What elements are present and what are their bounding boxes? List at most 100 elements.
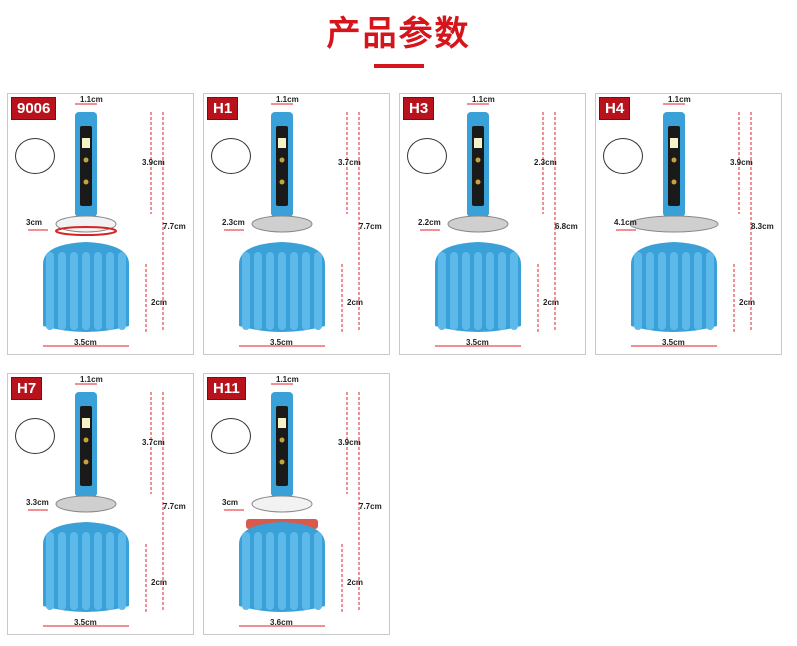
heatsink-fin: [486, 252, 494, 330]
page-title: 产品参数: [326, 14, 471, 54]
led-chip: [278, 138, 286, 148]
dim-label-heatsink-height: 2cm: [347, 578, 364, 587]
screw-icon: [83, 179, 89, 185]
heatsink-fin: [646, 252, 654, 330]
dim-label-top-width: 1.1cm: [276, 375, 299, 384]
heatsink-fin: [106, 252, 114, 330]
dim-label-heatsink-height: 2cm: [739, 298, 756, 307]
screw-icon: [475, 157, 481, 163]
connector-thumbnail: [407, 138, 447, 174]
screw-icon: [279, 437, 285, 443]
dim-label-top-width: 1.1cm: [80, 95, 103, 104]
heatsink-fin: [278, 252, 286, 330]
dim-label-collar: 4.1cm: [614, 218, 637, 227]
bulb-type-tag: H11: [207, 377, 246, 400]
heatsink-fin: [46, 532, 54, 610]
bulb-collar: [55, 215, 117, 233]
dim-label-collar: 2.3cm: [222, 218, 245, 227]
bulb-type-tag: H4: [599, 97, 631, 120]
heatsink-fin: [290, 252, 298, 330]
dim-label-chip-length: 2.3cm: [534, 158, 557, 167]
bulb-diagram: [224, 103, 360, 347]
bulb-collar: [251, 495, 313, 513]
dim-label-total-length: 7.7cm: [359, 502, 382, 511]
title-underline: [374, 64, 424, 68]
bulb-collar: [55, 495, 117, 513]
dim-label-top-width: 1.1cm: [668, 95, 691, 104]
dim-label-heatsink-height: 2cm: [347, 298, 364, 307]
dim-label-top-width: 1.1cm: [80, 375, 103, 384]
dim-label-collar: 3cm: [222, 498, 239, 507]
screw-icon: [475, 179, 481, 185]
dim-label-top-width: 1.1cm: [472, 95, 495, 104]
dim-label-top-width: 1.1cm: [276, 95, 299, 104]
dim-label-heatsink-height: 2cm: [543, 298, 560, 307]
heatsink-fin: [70, 252, 78, 330]
heatsink-fin: [450, 252, 458, 330]
dim-label-total-length: 7.7cm: [359, 222, 382, 231]
dim-label-heatsink-height: 2cm: [151, 578, 168, 587]
dim-label-bottom-width: 3.5cm: [270, 338, 293, 347]
heatsink-fin: [94, 532, 102, 610]
dim-label-bottom-width: 3.5cm: [662, 338, 685, 347]
heatsink-fin: [694, 252, 702, 330]
connector-thumbnail: [15, 138, 55, 174]
screw-icon: [671, 157, 677, 163]
heatsink-fin: [82, 532, 90, 610]
screw-icon: [83, 437, 89, 443]
heatsink-fin: [118, 532, 126, 610]
dim-label-bottom-width: 3.5cm: [466, 338, 489, 347]
heatsink-fin: [242, 252, 250, 330]
connector-thumbnail: [211, 138, 251, 174]
dim-label-bottom-width: 3.5cm: [74, 618, 97, 627]
heatsink-fin: [266, 252, 274, 330]
heatsink-fin: [106, 532, 114, 610]
heatsink-fin: [682, 252, 690, 330]
bulb-type-tag: 9006: [11, 97, 57, 120]
heatsink-fin: [278, 532, 286, 610]
heatsink-fin: [254, 252, 262, 330]
dim-label-total-length: 6.8cm: [555, 222, 578, 231]
heatsink-fin: [58, 532, 66, 610]
heatsink-fin: [706, 252, 714, 330]
led-chip: [670, 138, 678, 148]
bulb-type-tag: H1: [207, 97, 239, 120]
heatsink-fin: [658, 252, 666, 330]
heatsink-fin: [438, 252, 446, 330]
heatsink-fin: [302, 252, 310, 330]
heatsink-fin: [266, 532, 274, 610]
bulb-diagram: [420, 103, 556, 347]
bulb-diagram: [28, 383, 164, 627]
connector-thumbnail: [211, 418, 251, 454]
heatsink-fin: [254, 532, 262, 610]
heatsink-fin: [82, 252, 90, 330]
dim-label-collar: 3cm: [26, 218, 43, 227]
dim-label-total-length: 7.7cm: [163, 222, 186, 231]
connector-thumbnail: [603, 138, 643, 174]
screw-icon: [83, 157, 89, 163]
heatsink-fin: [302, 532, 310, 610]
dim-label-collar: 2.2cm: [418, 218, 441, 227]
heatsink-fin: [94, 252, 102, 330]
screw-icon: [671, 179, 677, 185]
bulb-collar: [447, 215, 509, 233]
heatsink-fin: [510, 252, 518, 330]
dim-label-chip-length: 3.9cm: [338, 438, 361, 447]
heatsink-fin: [670, 252, 678, 330]
connector-thumbnail: [15, 418, 55, 454]
heatsink-fin: [242, 532, 250, 610]
heatsink-fin: [314, 532, 322, 610]
heatsink-fin: [118, 252, 126, 330]
heatsink-fin: [462, 252, 470, 330]
bulb-type-tag: H7: [11, 377, 43, 400]
dim-label-collar: 3.3cm: [26, 498, 49, 507]
led-chip: [82, 418, 90, 428]
dim-label-total-length: 7.7cm: [163, 502, 186, 511]
heatsink-fin: [70, 532, 78, 610]
heatsink-fin: [498, 252, 506, 330]
dim-label-heatsink-height: 2cm: [151, 298, 168, 307]
